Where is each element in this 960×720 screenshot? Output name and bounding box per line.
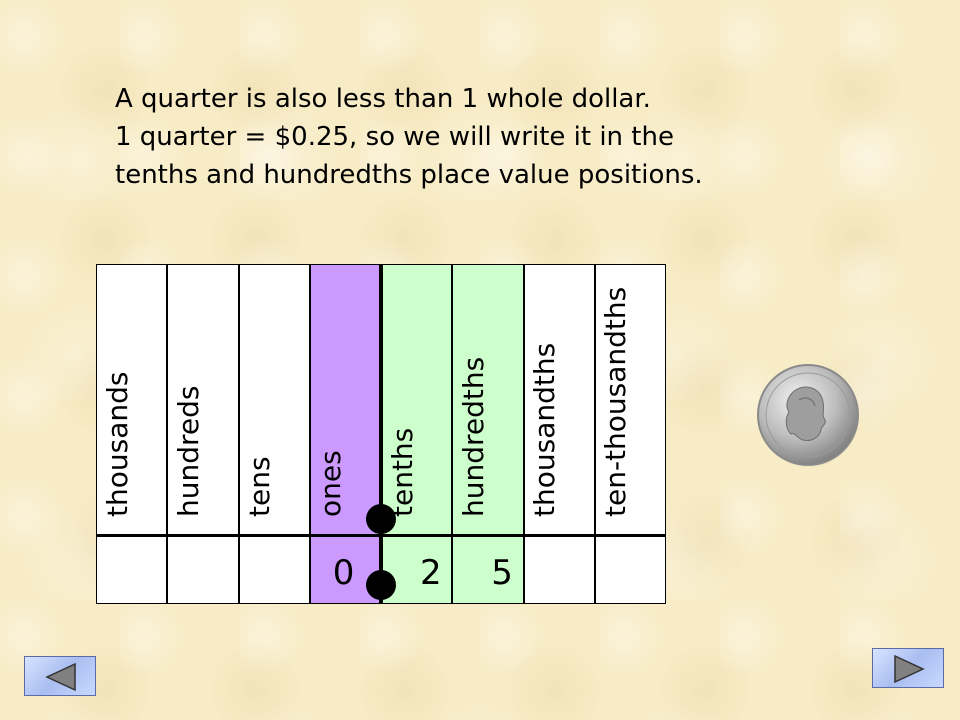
- column-header: tens: [240, 265, 309, 537]
- previous-slide-button[interactable]: [24, 656, 96, 696]
- digit-cell: [240, 537, 309, 605]
- column-label: thousandths: [528, 342, 562, 517]
- column-label: ten-thousandths: [599, 286, 633, 517]
- quarter-coin-icon: [757, 364, 859, 468]
- digit-cell: 0: [311, 537, 380, 605]
- column-header: ones: [311, 265, 380, 537]
- column-tenths: tenths 2: [381, 264, 453, 605]
- column-label: tenths: [385, 427, 419, 517]
- column-thousands: thousands: [96, 264, 168, 605]
- slide-text: A quarter is also less than 1 whole doll…: [115, 80, 875, 194]
- right-triangle-icon: [894, 654, 925, 684]
- digit-value: 5: [491, 553, 513, 593]
- digit-cell: [168, 537, 237, 605]
- digit-cell: [97, 537, 166, 605]
- column-header: hundreds: [168, 265, 237, 537]
- decimal-point-line: [379, 264, 383, 604]
- column-tens: tens: [238, 264, 310, 605]
- digit-value: 0: [332, 553, 355, 593]
- slide-line-3: tenths and hundredths place value positi…: [115, 160, 703, 190]
- column-header: tenths: [382, 265, 451, 537]
- place-value-table: thousands hundreds tens ones 0 tenths 2 …: [96, 264, 666, 604]
- column-label: hundredths: [456, 356, 490, 517]
- column-ones: ones 0: [309, 264, 381, 605]
- column-hundredths: hundredths 5: [452, 264, 524, 605]
- column-header: thousandths: [525, 265, 594, 537]
- digit-cell: 5: [453, 537, 522, 605]
- column-label: tens: [243, 456, 277, 517]
- column-label: thousands: [100, 371, 134, 517]
- column-hundreds: hundreds: [167, 264, 239, 605]
- slide-line-2: 1 quarter = $0.25, so we will write it i…: [115, 122, 674, 152]
- next-slide-button[interactable]: [872, 648, 944, 688]
- decimal-point-dot-bottom: [366, 570, 396, 600]
- digit-cell: 2: [382, 537, 451, 605]
- slide-line-1: A quarter is also less than 1 whole doll…: [115, 84, 651, 114]
- column-header: hundredths: [453, 265, 522, 537]
- column-header: ten-thousandths: [596, 265, 665, 537]
- column-label: ones: [314, 450, 348, 517]
- column-ten-thousandths: ten-thousandths: [594, 264, 666, 605]
- left-triangle-icon: [45, 662, 76, 692]
- digit-cell: [525, 537, 594, 605]
- digit-value: 2: [420, 553, 442, 593]
- column-thousandths: thousandths: [523, 264, 595, 605]
- column-header: thousands: [97, 265, 166, 537]
- column-label: hundreds: [171, 385, 205, 518]
- digit-cell: [596, 537, 665, 605]
- decimal-point-dot-top: [366, 504, 396, 534]
